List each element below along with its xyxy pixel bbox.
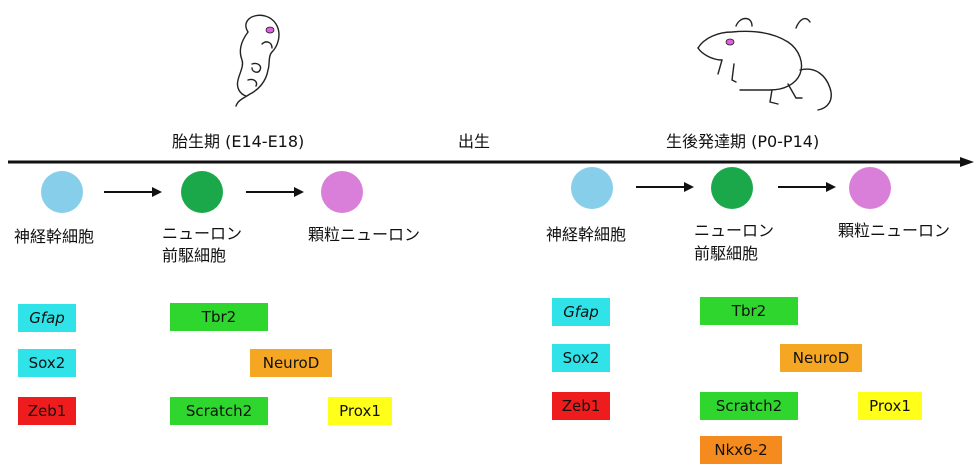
gene-box-tbr2: Tbr2 — [170, 303, 268, 331]
period-title-embryonic: 胎生期 (E14-E18) — [172, 132, 305, 151]
gene-box-gfap: Gfap — [552, 298, 610, 326]
granule-circle-left — [321, 171, 363, 213]
gene-box-neurod: NeuroD — [780, 344, 862, 372]
stage-label-npc-left-line1: ニューロン — [162, 224, 243, 243]
stage-label-nsc-right: 神経幹細胞 — [546, 225, 627, 244]
gene-box-scratch2: Scratch2 — [700, 392, 798, 420]
mouse-illustration-icon — [697, 17, 832, 111]
granule-circle-right — [849, 167, 891, 209]
gene-box-gfap: Gfap — [18, 304, 76, 332]
arrow-icon — [104, 187, 162, 197]
npc-circle-left — [181, 171, 223, 213]
timeline-arrow — [8, 157, 974, 167]
arrow-icon — [636, 182, 694, 192]
stage-label-npc-left-line2: 前駆細胞 — [162, 246, 227, 265]
arrow-icon — [246, 187, 304, 197]
gene-box-scratch2: Scratch2 — [170, 397, 268, 425]
stage-label-nsc-left: 神経幹細胞 — [14, 227, 95, 246]
gene-box-nkx6-2: Nkx6-2 — [700, 436, 782, 464]
stage-label-granule-left: 顆粒ニューロン — [308, 225, 421, 244]
birth-label: 出生 — [458, 132, 491, 151]
gene-box-prox1: Prox1 — [858, 392, 922, 420]
gene-box-neurod: NeuroD — [250, 349, 332, 377]
gene-box-prox1: Prox1 — [328, 397, 392, 425]
embryo-illustration-icon — [235, 14, 280, 107]
nsc-circle-left — [41, 171, 83, 213]
stage-label-granule-right: 顆粒ニューロン — [838, 221, 951, 240]
npc-circle-right — [711, 167, 753, 209]
gene-box-zeb1: Zeb1 — [552, 392, 610, 420]
period-title-postnatal: 生後発達期 (P0-P14) — [666, 132, 820, 151]
arrow-icon — [778, 182, 836, 192]
gene-box-sox2: Sox2 — [18, 349, 76, 377]
stage-label-npc-right-line1: ニューロン — [694, 221, 775, 240]
stage-label-npc-right-line2: 前駆細胞 — [694, 244, 759, 263]
gene-box-zeb1: Zeb1 — [18, 397, 76, 425]
gene-box-sox2: Sox2 — [552, 344, 610, 372]
gene-box-tbr2: Tbr2 — [700, 297, 798, 325]
nsc-circle-right — [571, 167, 613, 209]
